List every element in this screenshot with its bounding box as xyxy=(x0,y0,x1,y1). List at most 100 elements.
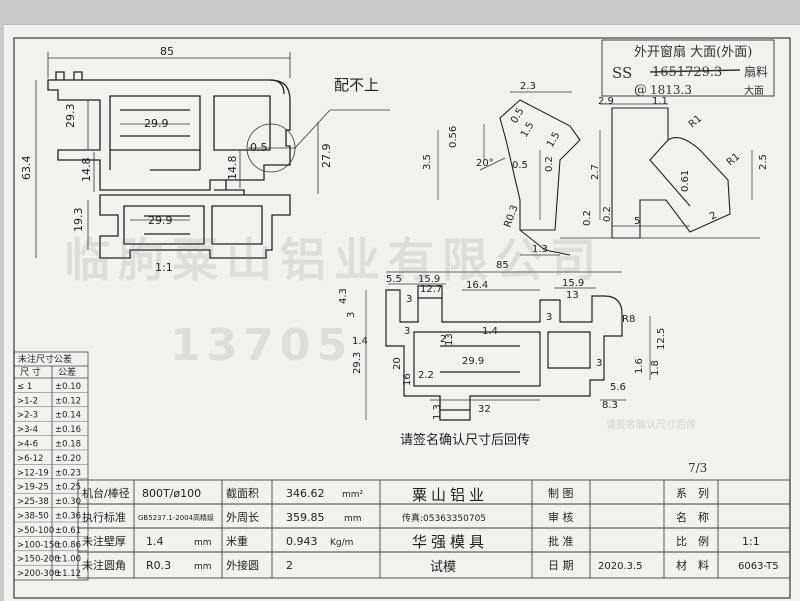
tb-perimeter-unit: mm xyxy=(344,514,362,524)
tolerance-header-tol: 公差 xyxy=(58,366,76,378)
confirm-note: 请签名确认尺寸后回传 xyxy=(400,432,530,448)
tolerance-value: ±0.61 xyxy=(55,526,81,536)
dim-b-3: 3 xyxy=(406,294,412,305)
tolerance-value: ±0.16 xyxy=(55,425,81,435)
tb-scale-1: 比 xyxy=(676,535,687,548)
tb-date: 2020.3.5 xyxy=(598,561,643,572)
detail-left-dims xyxy=(437,91,601,256)
dim-dl-0-5: 0.5 xyxy=(509,106,526,125)
dim-b-5-5: 5.5 xyxy=(386,274,402,285)
tolerance-size: >19-25 xyxy=(17,483,49,493)
dim-dr-5: 5 xyxy=(634,216,640,227)
dim-dl-2-7: 2.7 xyxy=(590,164,601,180)
tolerance-value: ±1.00 xyxy=(55,555,81,565)
tolerance-size: ≤ 1 xyxy=(17,382,32,392)
tb-weight-value: 0.943 xyxy=(286,535,318,548)
dim-dr-2: 2 xyxy=(708,210,719,223)
dim-b-1-4-b: 1.4 xyxy=(482,326,498,337)
tolerance-value: ±1.12 xyxy=(55,569,81,579)
tb-area-value: 346.62 xyxy=(286,487,325,500)
dim-main-14-8-a: 14.8 xyxy=(80,158,93,183)
tb-weight-unit: Kg/m xyxy=(330,538,353,548)
tb-role-date: 日 期 xyxy=(548,559,574,572)
dim-main-63-4: 63.4 xyxy=(20,156,33,181)
dim-b-20: 20 xyxy=(392,357,403,370)
hand-mark: 7/3 xyxy=(688,461,707,475)
dim-b-29-9: 29.9 xyxy=(462,356,484,367)
dim-dl-20deg: 20° xyxy=(476,158,494,169)
dim-b-2: 2 xyxy=(440,334,446,345)
main-profile-dims xyxy=(35,52,390,258)
detail-right xyxy=(611,107,731,239)
dim-b-32: 32 xyxy=(478,404,491,415)
tb-wall-label: 未注壁厚 xyxy=(82,534,126,548)
dim-dl-3-5: 3.5 xyxy=(422,154,433,170)
dim-dr-1-1: 1.1 xyxy=(652,96,668,107)
tolerance-value: ±0.12 xyxy=(55,396,81,406)
watermark: 临朐粟山铝业有限公司 13705 请签名确认尺寸后传 xyxy=(64,233,696,431)
dim-dl-1-3: 1.3 xyxy=(532,244,548,255)
detail-right-dims xyxy=(560,103,760,239)
dim-b-16: 16 xyxy=(402,373,413,386)
sheet-frame xyxy=(13,37,791,599)
tb-standard-label: 执行标准 xyxy=(82,510,126,524)
dim-dr-r1-b: R1 xyxy=(725,151,742,168)
dim-b-15-9-b: 15.9 xyxy=(562,278,584,289)
dim-dr-0-61: 0.61 xyxy=(680,170,691,192)
dim-dr-2-3: 2.3 xyxy=(520,81,536,92)
dim-b-29-3: 29.3 xyxy=(352,352,363,374)
tb-series-1: 系 xyxy=(676,487,687,500)
tb-mold-sub: 试模 xyxy=(430,560,456,575)
dim-dr-r1: R1 xyxy=(687,113,704,130)
tb-name-2: 称 xyxy=(698,510,709,524)
dim-b-1-8: 1.8 xyxy=(650,360,661,376)
hand-note-struck: 1651729.3 xyxy=(652,65,722,80)
tolerance-size: >200-300 xyxy=(17,569,60,579)
detail-left xyxy=(499,99,581,256)
tolerance-size: >3-4 xyxy=(17,425,38,435)
dim-dr-2-9: 2.9 xyxy=(598,96,614,107)
hand-note-ss: SS xyxy=(612,64,632,82)
tb-weight-label: 米重 xyxy=(226,534,248,548)
tolerance-value: ±0.18 xyxy=(55,440,81,450)
tolerance-value: ±0.30 xyxy=(55,497,81,507)
dim-dl-0-2-b: 0.2 xyxy=(582,210,593,226)
tb-wall-unit: mm xyxy=(194,538,212,548)
tolerance-size: >12-19 xyxy=(17,468,49,478)
dim-main-0-5: 0.5 xyxy=(250,141,268,154)
tb-area-unit: mm² xyxy=(342,490,364,500)
dim-b-2-2: 2.2 xyxy=(418,370,434,381)
tb-role-drawn: 制 图 xyxy=(548,487,574,500)
tb-fax: 传真:05363350705 xyxy=(402,512,486,524)
dim-b-3-d: 3 xyxy=(596,358,602,369)
dim-dr-2-5: 2.5 xyxy=(758,154,769,170)
tb-material-value: 6063-T5 xyxy=(738,561,779,572)
tb-name-1: 名 xyxy=(676,510,687,524)
tolerance-size: >50-100 xyxy=(17,526,54,536)
tolerance-size: >100-150 xyxy=(17,540,60,550)
tb-mold: 华强模具 xyxy=(412,533,488,551)
hand-mark-scribble: @ xyxy=(634,83,647,98)
dim-b-15-9: 15.9 xyxy=(418,274,440,285)
tolerance-title: 未注尺寸公差 xyxy=(18,353,72,365)
tb-standard-value: GB5237.1-2004高精级 xyxy=(138,513,214,522)
dim-b-8-3: 8.3 xyxy=(602,400,618,411)
watermark-confirm: 请签名确认尺寸后传 xyxy=(606,418,696,431)
tb-role-approved: 批 准 xyxy=(548,534,574,548)
watermark-company: 临朐粟山铝业有限公司 xyxy=(64,233,604,287)
title-block xyxy=(77,479,791,579)
dim-b-13: 13 xyxy=(566,290,579,301)
hand-note-sub: 1813.3 xyxy=(650,83,692,97)
note-pei-bu-shang: 配不上 xyxy=(334,76,379,94)
dim-dr-0-2: 0.2 xyxy=(602,206,613,222)
dim-main-14-8-b: 14.8 xyxy=(226,156,239,181)
dim-dl-r0-3: R0.3 xyxy=(502,204,520,229)
dim-b-4-3: 4.3 xyxy=(338,288,349,304)
dim-dl-1-5-b: 1.5 xyxy=(545,130,562,149)
dim-main-29-3: 29.3 xyxy=(64,104,77,129)
dim-b-1-4: 1.4 xyxy=(352,336,368,347)
tolerance-value: ±0.86 xyxy=(55,540,81,550)
dim-dl-0-5-b: 0.5 xyxy=(512,160,528,171)
tb-material-2: 料 xyxy=(698,558,709,572)
